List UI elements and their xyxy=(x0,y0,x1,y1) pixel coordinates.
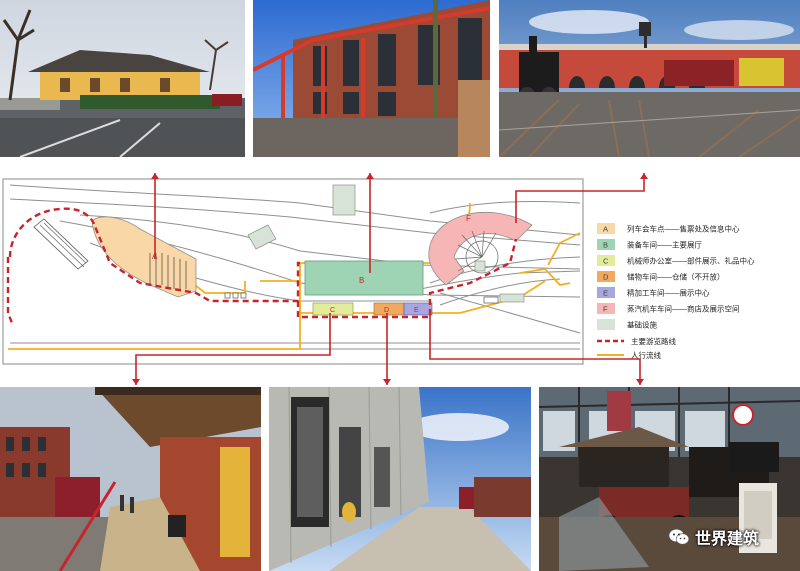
zone-d-label: D xyxy=(384,307,389,314)
legend-text-infrastructure: 基础设施 xyxy=(627,320,657,330)
zone-c: C xyxy=(312,302,354,316)
main-tour-route xyxy=(8,207,300,303)
depot-photo xyxy=(0,0,245,157)
legend-text-a: 列车会车点——售票处及信息中心 xyxy=(627,224,740,234)
legend: A 列车会车点——售票处及信息中心 B 装备车间——主要展厅 C 机械师办公室—… xyxy=(597,223,755,360)
legend-item-c: C 机械师办公室——部件展示、礼品中心 xyxy=(597,255,755,266)
legend-letter-c: C xyxy=(603,257,609,266)
zone-f-label: F xyxy=(466,214,471,223)
interior-photo xyxy=(539,387,800,571)
zone-c-label: C xyxy=(330,307,335,314)
legend-item-pedestrian: 人行流线 xyxy=(597,350,661,360)
legend-item-e: E 精加工车间——展示中心 xyxy=(597,287,710,298)
legend-item-b: B 装备车间——主要展厅 xyxy=(597,239,702,250)
watermark-text: 世界建筑 xyxy=(695,529,760,548)
legend-text-b: 装备车间——主要展厅 xyxy=(627,240,702,250)
rail-shed-left xyxy=(33,218,89,270)
legend-text-pedestrian: 人行流线 xyxy=(631,350,661,360)
legend-text-d: 储物车间——仓储（不开放） xyxy=(627,272,725,282)
callout-arrows xyxy=(135,173,645,385)
plan-frame xyxy=(2,178,584,365)
legend-letter-b: B xyxy=(603,241,608,250)
arrow-heads xyxy=(132,173,648,385)
zone-e-label: E xyxy=(414,307,419,314)
legend-letter-d: D xyxy=(603,273,609,282)
legend-letter-a: A xyxy=(603,225,608,234)
platform-photo xyxy=(0,387,261,571)
zone-d: D xyxy=(373,302,405,316)
legend-item-infrastructure: 基础设施 xyxy=(597,319,657,330)
legend-text-f: 蒸汽机车车间——商店及展示空间 xyxy=(627,304,740,314)
legend-text-c: 机械师办公室——部件展示、礼品中心 xyxy=(627,256,755,266)
wechat-icon xyxy=(668,528,690,545)
zone-b: B xyxy=(304,260,424,296)
zone-b-label: B xyxy=(359,276,364,285)
watermark: 世界建筑 xyxy=(668,525,759,549)
legend-text-e: 精加工车间——展示中心 xyxy=(627,288,710,298)
small-buildings xyxy=(224,292,499,304)
legend-letter-e: E xyxy=(603,289,608,298)
legend-item-f: F 蒸汽机车车间——商店及展示空间 xyxy=(597,303,740,314)
roundhouse-photo xyxy=(499,0,800,157)
zone-f: F xyxy=(428,212,533,286)
infrastructure-blocks xyxy=(247,184,525,303)
zone-e: E xyxy=(403,302,433,316)
legend-item-d: D 储物车间——仓储（不开放） xyxy=(597,271,725,282)
legend-letter-f: F xyxy=(603,305,608,314)
legend-text-main-route: 主要游览路线 xyxy=(631,336,676,346)
walkway-photo xyxy=(269,387,531,571)
site-plan: A B C D E F xyxy=(2,173,755,385)
legend-item-a: A 列车会车点——售票处及信息中心 xyxy=(597,223,740,234)
equipment-shop-photo xyxy=(253,0,490,157)
legend-item-main-route: 主要游览路线 xyxy=(597,336,676,346)
